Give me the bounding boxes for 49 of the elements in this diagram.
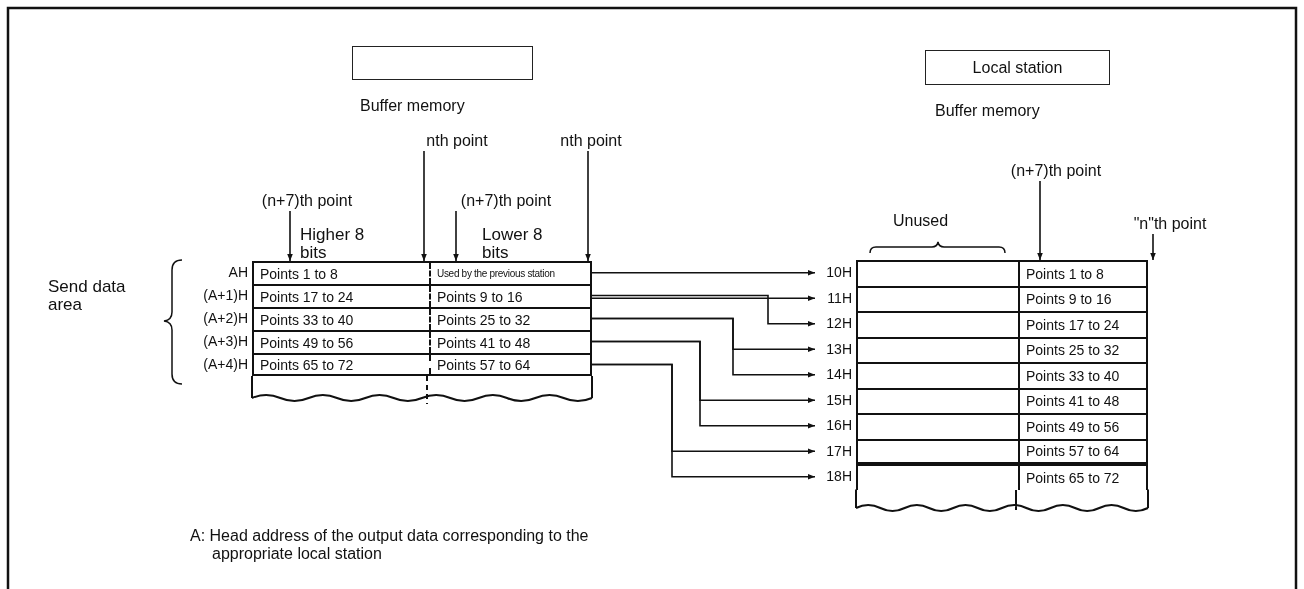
address-label: 17H <box>825 441 852 461</box>
point-label: (n+7)th point <box>986 161 1126 181</box>
arrow <box>1037 180 1043 261</box>
address-label: (A+4)H <box>202 355 248 374</box>
points-text: Points 1 to 8 <box>259 264 339 284</box>
address-label: (A+1)H <box>202 286 248 305</box>
arrow <box>1150 233 1156 261</box>
arrow <box>287 210 293 262</box>
header-box: Local station <box>925 50 1110 85</box>
address-label: 14H <box>825 365 852 384</box>
arrow <box>585 150 591 262</box>
label-text: Send data area <box>48 278 127 314</box>
label-text: Buffer memory <box>360 96 465 116</box>
point-label: (n+7)th point <box>436 191 576 211</box>
point-label: nth point <box>545 131 637 151</box>
arrow <box>591 269 816 276</box>
label-text: Lower 8 bits <box>482 226 544 262</box>
address-label: 18H <box>825 467 852 486</box>
arrow <box>591 340 816 429</box>
address-label: 11H <box>826 288 852 308</box>
arrow <box>591 317 816 378</box>
address-label: 15H <box>825 390 852 410</box>
header-box <box>352 46 533 80</box>
address-label: AH <box>227 263 248 282</box>
address-label: (A+3)H <box>202 332 248 351</box>
point-label: (n+7)th point <box>238 191 376 211</box>
arrow <box>453 210 459 262</box>
label-text: Buffer memory <box>935 101 1040 121</box>
footnote-text: A: Head address of the output data corresponding to the appropriate local station <box>190 527 590 563</box>
address-label: 16H <box>825 416 852 435</box>
point-label: nth point <box>412 131 502 151</box>
address-label: 12H <box>825 314 852 333</box>
arrow <box>591 363 816 480</box>
arrow <box>591 295 816 302</box>
address-label: 10H <box>825 263 852 282</box>
address-label: 13H <box>825 339 852 359</box>
label-text: Unused <box>893 211 949 231</box>
points-text: Points 33 to 40 <box>259 310 355 330</box>
label-text: Higher 8 bits <box>300 226 366 262</box>
arrow <box>591 294 816 327</box>
points-text: Points 17 to 24 <box>259 287 355 307</box>
points-text: Points 65 to 72 <box>1018 466 1146 490</box>
arrow <box>421 150 427 262</box>
points-text: Points 65 to 72 <box>259 355 355 374</box>
points-text: Points 57 to 64 <box>429 355 590 374</box>
address-label: (A+2)H <box>202 309 248 328</box>
points-text: Points 57 to 64 <box>1018 440 1146 462</box>
points-text: Points 49 to 56 <box>259 333 355 353</box>
point-label: "n"th point <box>1108 214 1232 234</box>
